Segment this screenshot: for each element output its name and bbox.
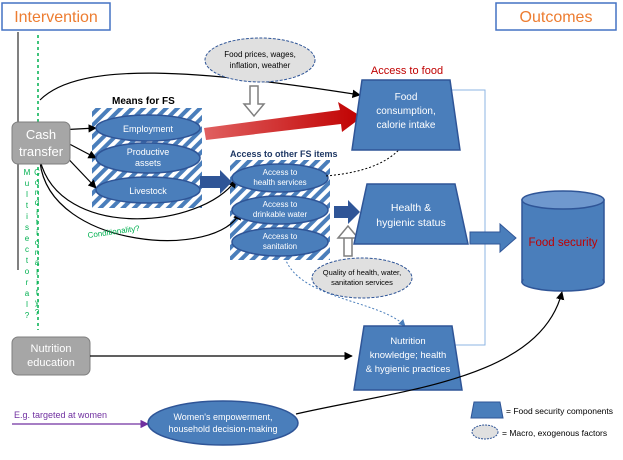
womens-empowerment-label-1: Women's empowerment, xyxy=(173,412,272,422)
intervention-header: Intervention xyxy=(1,2,111,31)
targeted-women-label: E.g. targeted at women xyxy=(14,410,107,420)
legend-component-swatch xyxy=(470,401,504,419)
food-prices-cloud-line-2: inflation, weather xyxy=(230,61,291,70)
food-prices-down-arrow xyxy=(242,85,266,118)
health-services-node: Access to health services xyxy=(231,163,329,193)
conditionality-arrow xyxy=(39,161,241,242)
legend: = Food security components = Macro, exog… xyxy=(470,401,613,440)
means-to-food-red-arrow xyxy=(204,102,362,140)
food-security-node: Food security xyxy=(521,190,605,292)
womens-empowerment-node: Women's empowerment, household decision-… xyxy=(147,400,299,446)
access-to-health-arrow xyxy=(334,200,360,224)
food-consumption-label-3: calorie intake xyxy=(377,120,436,131)
productive-assets-node: Productive assets xyxy=(95,142,201,174)
empowerment-to-fs-arrow xyxy=(295,291,565,415)
productive-assets-label-2: assets xyxy=(135,158,162,168)
quality-up-arrow-shaft xyxy=(343,235,353,257)
livestock-node: Livestock xyxy=(95,176,201,204)
nutrition-knowledge-label-2: knowledge; health xyxy=(370,350,447,361)
employment-label: Employment xyxy=(123,124,174,134)
food-consumption-label-1: Food xyxy=(395,92,418,103)
outcomes-header-label: Outcomes xyxy=(520,9,593,26)
food-prices-cloud-line-1: Food prices, wages, xyxy=(224,50,296,59)
health-status-node: Health & hygienic status xyxy=(353,183,469,245)
cash-transfer-node: Cash transfer xyxy=(11,121,71,165)
health-status-label-1: Health & xyxy=(391,202,431,214)
productive-assets-label-1: Productive xyxy=(127,147,170,157)
food-consumption-label-2: consumption, xyxy=(376,106,435,117)
quality-cloud-line-2: sanitation services xyxy=(331,278,393,287)
legend-macro-label: = Macro, exogenous factors xyxy=(502,428,607,438)
food-consumption-node: Food consumption, calorie intake xyxy=(351,79,461,151)
womens-empowerment-label-2: household decision-making xyxy=(168,424,277,434)
cash-transfer-label-2: transfer xyxy=(19,144,64,159)
nutrition-education-label-1: Nutrition xyxy=(31,343,72,355)
nutrition-knowledge-node: Nutrition knowledge; health & hygienic p… xyxy=(353,325,463,391)
nutrition-knowledge-label-1: Nutrition xyxy=(390,336,425,347)
health-status-label-2: hygienic status xyxy=(376,217,445,229)
nutrition-education-label-2: education xyxy=(27,357,75,369)
health-to-food-dotted-arrow xyxy=(325,137,409,177)
health-services-label-2: health services xyxy=(253,178,306,187)
drinkable-water-label-2: drinkable water xyxy=(253,210,308,219)
food-security-label: Food security xyxy=(528,237,597,249)
legend-components-label: = Food security components xyxy=(506,406,613,416)
outcomes-header: Outcomes xyxy=(495,2,617,31)
cash-to-food-arrow xyxy=(39,72,361,101)
nutrition-education-node: Nutrition education xyxy=(11,336,91,376)
cash-transfer-label-1: Cash xyxy=(26,127,56,142)
means-for-fs-label: Means for FS xyxy=(112,96,175,107)
means-to-access-arrow xyxy=(200,170,232,194)
quality-cloud-line-1: Quality of health, water, xyxy=(323,268,401,277)
quality-up-arrow-head xyxy=(336,224,360,239)
health-services-label-1: Access to xyxy=(263,168,298,177)
cash-to-health-arrow xyxy=(39,159,237,220)
drinkable-water-node: Access to drinkable water xyxy=(231,195,329,225)
legend-macro-swatch xyxy=(471,424,499,440)
food-prices-cloud: Food prices, wages, inflation, weather xyxy=(204,37,316,83)
nutrition-knowledge-label-3: & hygienic practices xyxy=(366,364,451,375)
intervention-header-label: Intervention xyxy=(14,9,98,26)
outcome-frame-line xyxy=(450,89,486,346)
employment-node: Employment xyxy=(95,114,201,142)
access-other-fs-label: Access to other FS items xyxy=(230,149,338,159)
sanitation-label-1: Access to xyxy=(263,232,298,241)
sanitation-node: Access to sanitation xyxy=(231,227,329,257)
quality-cloud: Quality of health, water, sanitation ser… xyxy=(311,257,413,299)
sanitation-label-2: sanitation xyxy=(263,242,297,251)
health-to-fs-arrow xyxy=(469,222,517,254)
drinkable-water-label-1: Access to xyxy=(263,200,298,209)
livestock-label: Livestock xyxy=(129,186,167,196)
access-to-food-label: Access to food xyxy=(371,65,443,77)
